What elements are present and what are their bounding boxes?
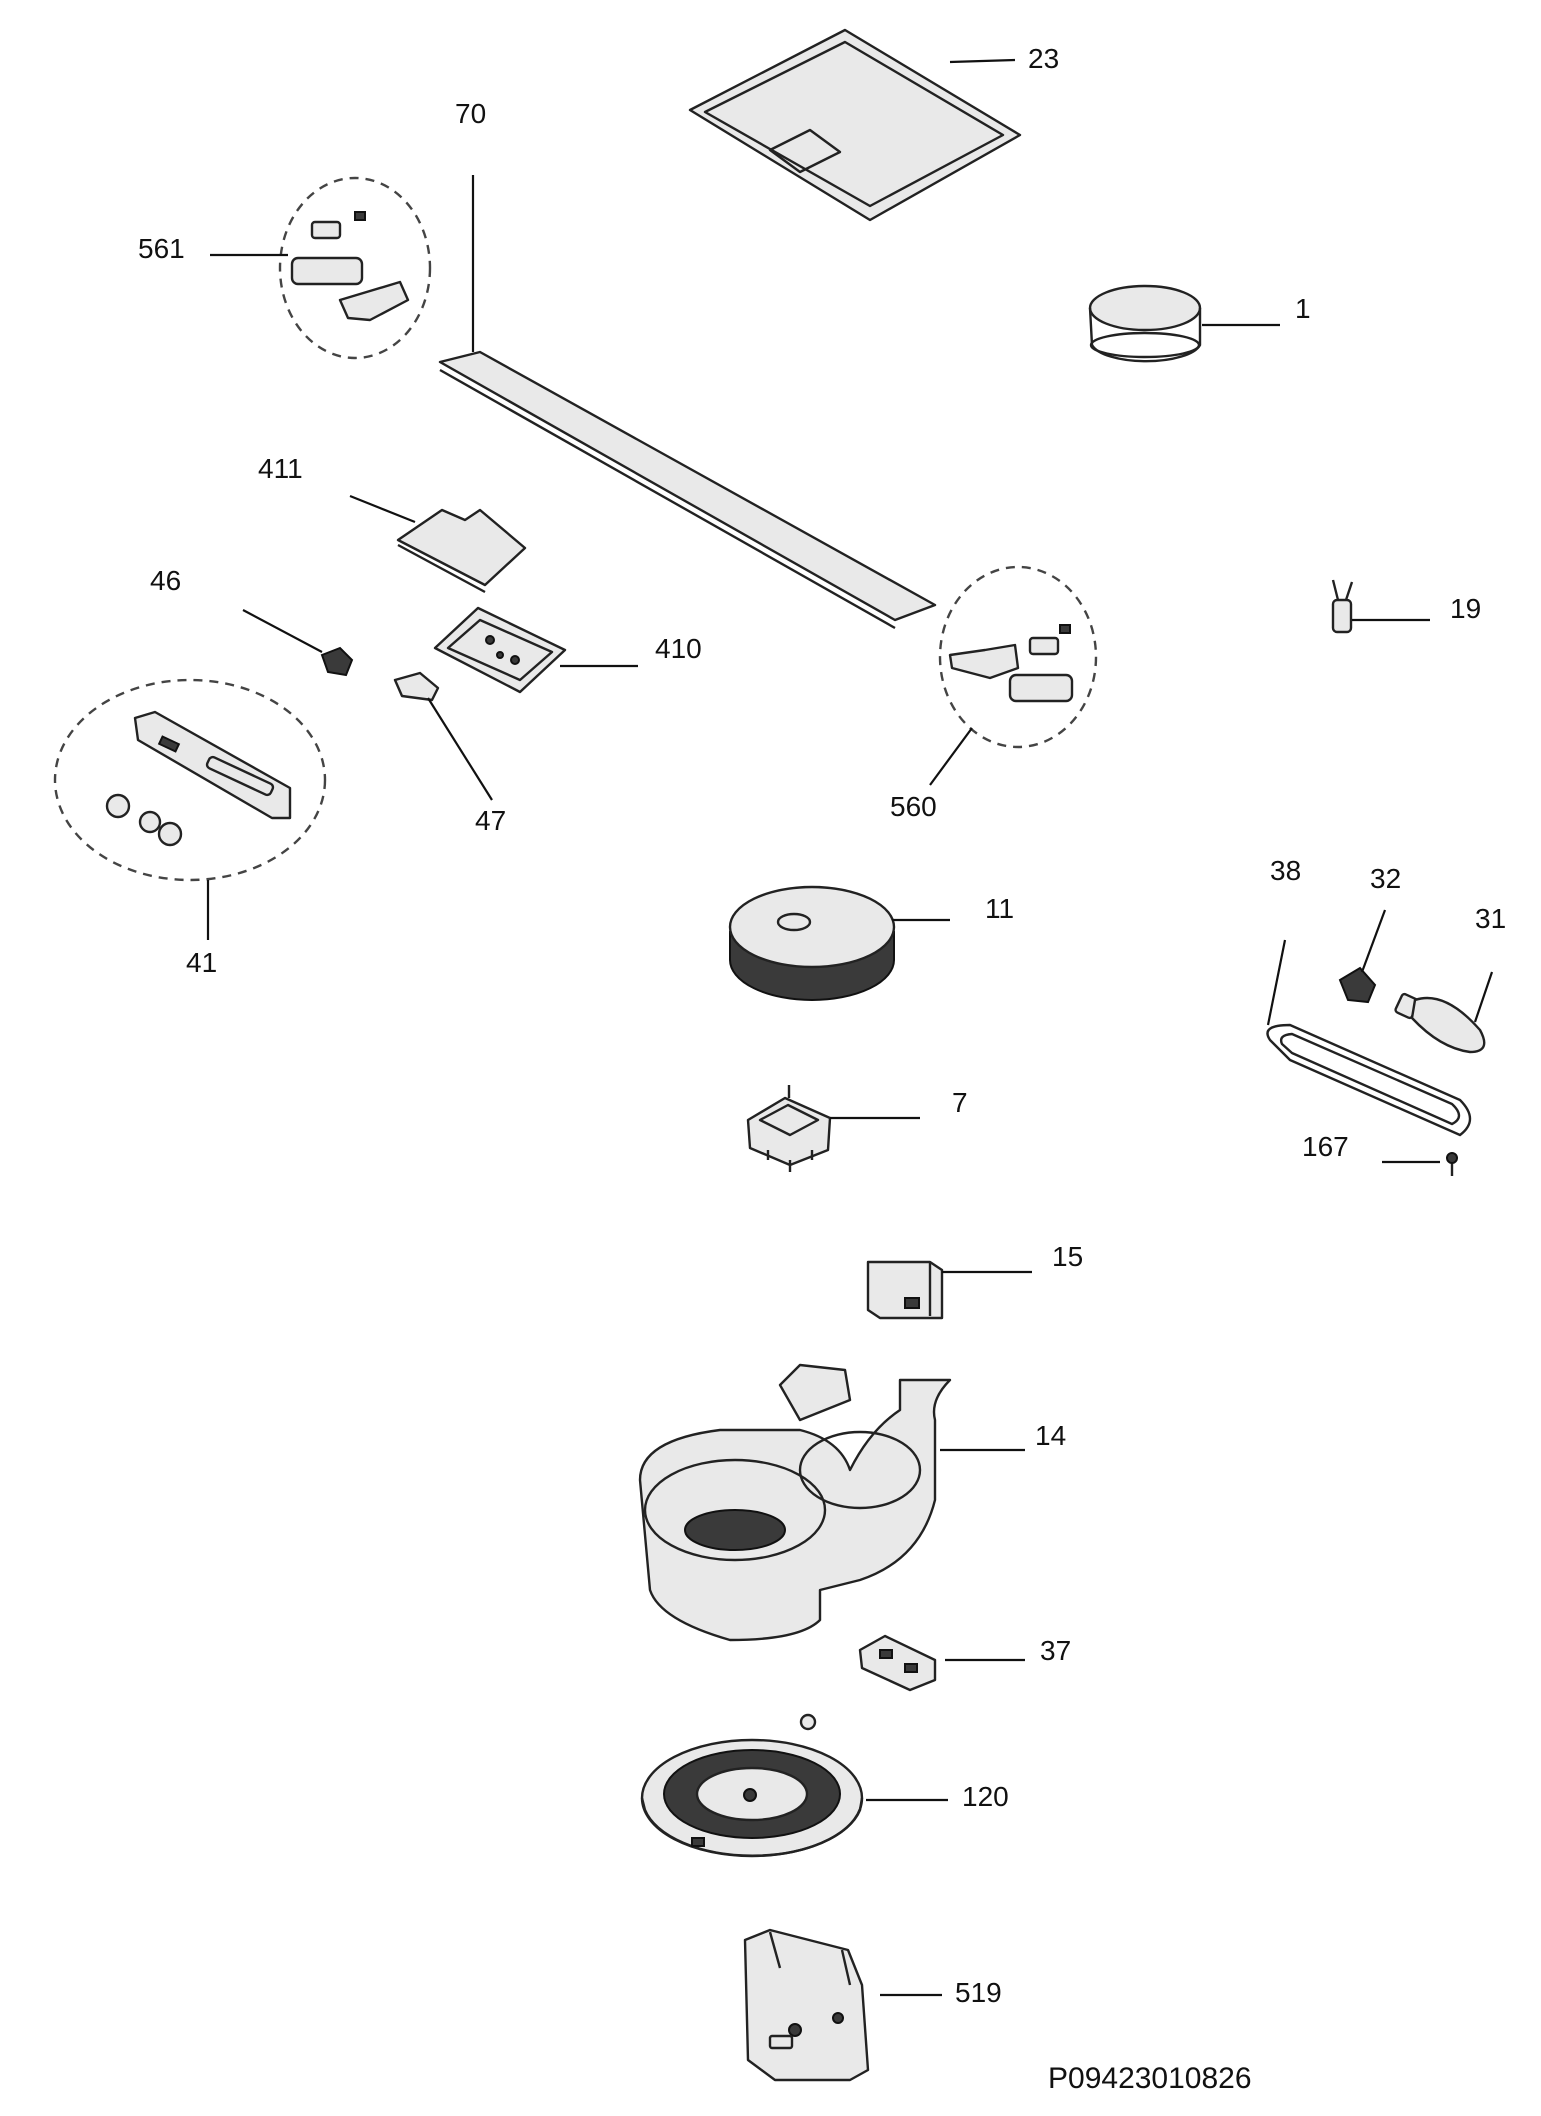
part-37-terminal: 37 [858,1634,1071,1692]
part-167-screw: 167 [1302,1131,1458,1176]
label-31: 31 [1475,903,1506,934]
part-11-fan-wheel: 11 [728,885,1014,1001]
drawing-code: P09423010826 [1048,2062,1252,2095]
part-561-brackets: 561 [138,176,432,360]
label-32: 32 [1370,863,1401,894]
label-41: 41 [186,947,217,978]
part-7-switch: 7 [746,1085,968,1172]
part-410-board: 410 [433,606,702,694]
part-120-grille: 120 [640,1713,1009,1858]
label-561: 561 [138,233,185,264]
label-167: 167 [1302,1131,1349,1162]
part-31-bulb: 31 [1394,903,1506,1054]
part-32-lamp-holder: 32 [1338,863,1401,1004]
label-23: 23 [1028,43,1059,74]
label-19: 19 [1450,593,1481,624]
label-14: 14 [1035,1420,1066,1451]
label-7: 7 [952,1087,968,1118]
label-37: 37 [1040,1635,1071,1666]
part-19-capacitor: 19 [1331,579,1481,634]
label-410: 410 [655,633,702,664]
label-11: 11 [985,893,1014,924]
part-560-brackets: 560 [890,565,1098,822]
label-38: 38 [1270,855,1301,886]
part-47-button: 47 [393,671,506,836]
label-15: 15 [1052,1241,1083,1272]
part-41-control-panel: 41 [53,678,327,978]
part-1-ring: 1 [1088,284,1311,363]
part-46-clip: 46 [150,565,354,677]
label-46: 46 [150,565,181,596]
label-1: 1 [1295,293,1311,324]
label-519: 519 [955,1977,1002,2008]
part-70-strip: 70 [438,98,937,630]
label-560: 560 [890,791,937,822]
part-38-gasket: 38 [1266,855,1472,1137]
label-47: 47 [475,805,506,836]
label-411: 411 [258,453,303,484]
label-70: 70 [455,98,486,129]
part-411-cover: 411 [258,453,527,594]
part-519-accessory-bag: 519 [743,1928,1002,2082]
part-15-bracket: 15 [866,1241,1083,1320]
part-23-grease-filter: 23 [688,28,1059,222]
part-14-fan-housing: 14 [638,1363,1066,1642]
label-120: 120 [962,1781,1009,1812]
